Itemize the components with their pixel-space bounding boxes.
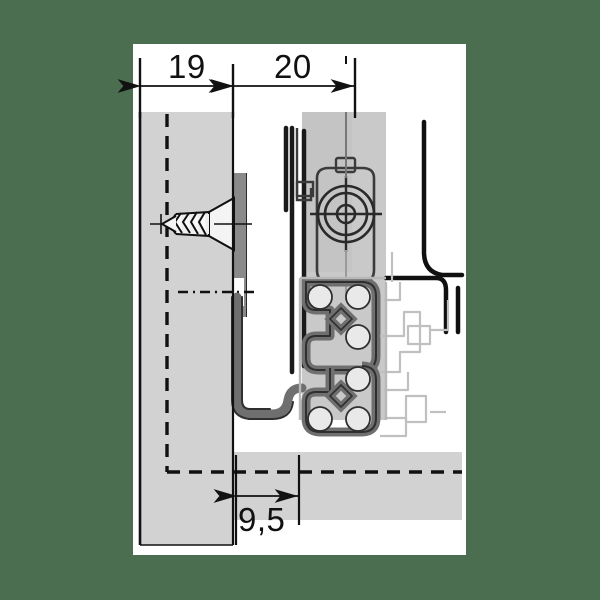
ghost-outline-detail	[298, 276, 388, 420]
ball-bearing-retainer-cage-lower	[301, 361, 381, 437]
panel-edge-lines	[138, 112, 235, 546]
ball-bearing-retainer-cage-upper	[301, 277, 381, 375]
dimension-group-top	[117, 58, 357, 118]
dimension-group-bottom	[213, 455, 301, 545]
rail-tail-profile	[232, 292, 307, 419]
cam-lock-fitting	[310, 56, 382, 300]
bracket-detail	[295, 128, 315, 202]
countersunk-wood-screw	[150, 196, 252, 252]
telescopic-slide-rail	[283, 125, 307, 375]
internal-mechanism-detail	[380, 252, 450, 438]
drawer-side-profile	[383, 119, 465, 335]
dimension-label-20: 20	[274, 48, 312, 85]
dimension-label-19: 19	[168, 48, 206, 85]
dimension-label-9-5: 9,5	[238, 501, 286, 538]
centerlines	[165, 114, 462, 474]
